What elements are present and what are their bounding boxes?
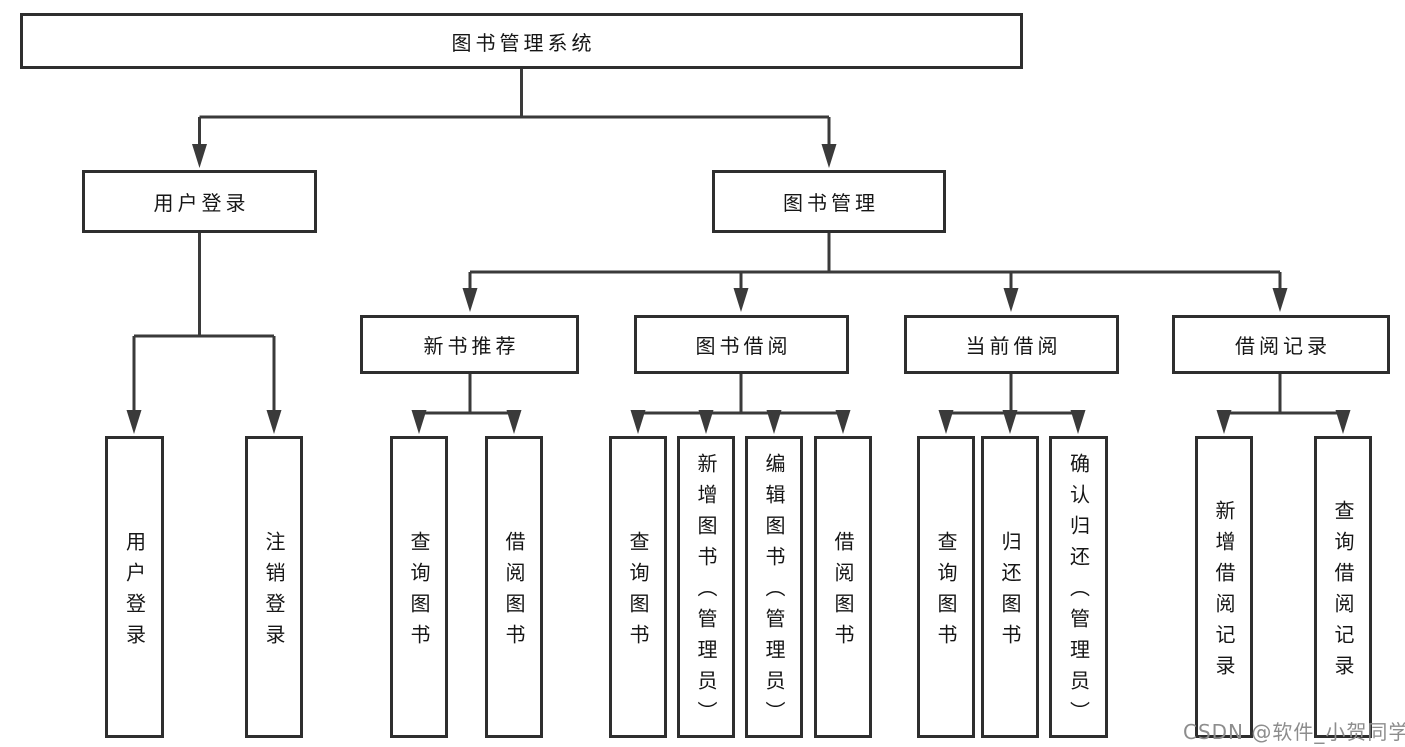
arrow-down-icon <box>938 410 954 434</box>
arrow-down-icon <box>766 410 782 434</box>
arrow-down-icon <box>506 410 522 434</box>
arrow-down-icon <box>698 410 714 434</box>
node-current-query-book: 查询图书 <box>917 436 975 738</box>
arrow-down-icon <box>266 410 282 434</box>
connector-userlogin-to-leaves <box>132 233 276 416</box>
node-label: 新书推荐 <box>423 334 520 358</box>
node-label: 查询图书 <box>626 530 650 655</box>
node-label: 新增图书（管理员） <box>694 453 718 732</box>
node-book-borrow: 图书借阅 <box>634 315 849 374</box>
arrow-down-icon <box>821 144 837 168</box>
node-label: 用户登录 <box>122 530 147 655</box>
node-label: 借阅记录 <box>1235 334 1331 358</box>
arrow-down-icon <box>411 410 427 434</box>
node-label: 查询借阅记录 <box>1331 499 1355 686</box>
arrow-down-icon <box>1003 288 1019 312</box>
node-label: 用户登录 <box>153 191 250 215</box>
connector-root-to-level2 <box>198 69 831 150</box>
arrow-down-icon <box>1070 410 1086 434</box>
arrow-down-icon <box>835 410 851 434</box>
node-borrow-records: 借阅记录 <box>1172 315 1390 374</box>
connector-currentborrow-to-leaves <box>944 374 1080 416</box>
node-leaf-user-login: 用户登录 <box>105 436 164 738</box>
arrow-down-icon <box>1335 410 1351 434</box>
node-current-confirm-return-admin: 确认归还（管理员） <box>1049 436 1108 738</box>
node-label: 借阅图书 <box>502 530 526 655</box>
arrowheads <box>126 144 1351 434</box>
connector-borrowrecords-to-leaves <box>1222 374 1345 416</box>
arrow-down-icon <box>733 288 749 312</box>
node-label: 图书管理系统 <box>451 30 596 55</box>
node-label: 新增借阅记录 <box>1212 499 1236 686</box>
node-label: 查询图书 <box>407 530 431 655</box>
node-current-borrow: 当前借阅 <box>904 315 1119 374</box>
node-rec-query-book: 查询图书 <box>390 436 448 738</box>
node-user-login: 用户登录 <box>82 170 317 233</box>
node-label: 确认归还（管理员） <box>1066 453 1091 732</box>
node-library-management-system: 图书管理系统 <box>20 13 1023 69</box>
node-label: 注销登录 <box>262 530 286 655</box>
csdn-watermark: CSDN @软件_小贺同学 <box>1183 720 1405 744</box>
node-rec-borrow-book: 借阅图书 <box>485 436 543 738</box>
node-label: 借阅图书 <box>831 530 855 655</box>
connector-bookborrow-to-leaves <box>636 374 845 416</box>
node-label: 图书借阅 <box>695 334 792 358</box>
node-borrow-edit-book-admin: 编辑图书（管理员） <box>745 436 803 738</box>
node-label: 当前借阅 <box>965 334 1062 358</box>
node-label: 查询图书 <box>934 530 958 655</box>
arrow-down-icon <box>1272 288 1288 312</box>
arrow-down-icon <box>126 410 142 434</box>
node-label: 归还图书 <box>998 530 1022 655</box>
arrow-down-icon <box>630 410 646 434</box>
node-label: 图书管理 <box>783 191 879 215</box>
node-label: 编辑图书（管理员） <box>762 453 786 732</box>
node-book-management: 图书管理 <box>712 170 946 233</box>
arrow-down-icon <box>462 288 478 312</box>
node-records-query-record: 查询借阅记录 <box>1314 436 1372 738</box>
connector-bookmgmt-to-level3 <box>468 233 1282 294</box>
arrow-down-icon <box>192 144 207 168</box>
arrow-down-icon <box>1002 410 1018 434</box>
node-borrow-borrow-book: 借阅图书 <box>814 436 872 738</box>
node-new-book-recommend: 新书推荐 <box>360 315 579 374</box>
node-borrow-add-book-admin: 新增图书（管理员） <box>677 436 735 738</box>
arrow-down-icon <box>1216 410 1232 434</box>
node-borrow-query-book: 查询图书 <box>609 436 667 738</box>
node-leaf-logout: 注销登录 <box>245 436 303 738</box>
connector-newbookrec-to-leaves <box>417 374 516 416</box>
node-current-return-book: 归还图书 <box>981 436 1039 738</box>
node-records-add-record: 新增借阅记录 <box>1195 436 1253 738</box>
